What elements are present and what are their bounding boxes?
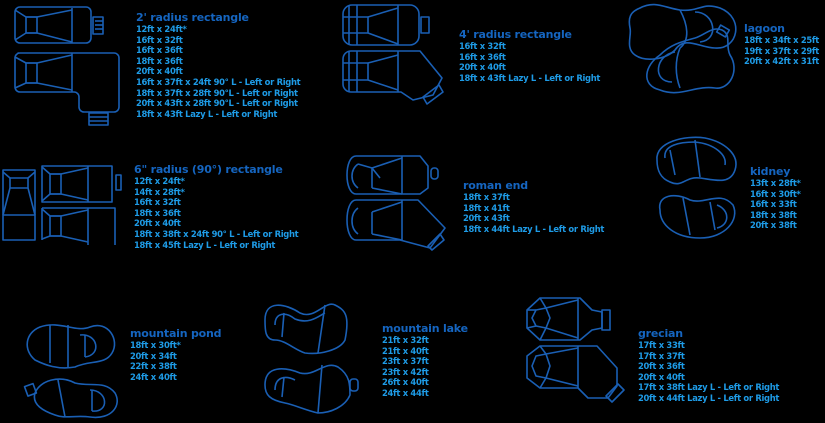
size-line: 20ft x 38ft	[750, 220, 797, 231]
size-line: 16ft x 33ft	[750, 199, 797, 210]
size-line: 26ft x 40ft	[382, 377, 429, 388]
size-line: 16ft x 37ft x 24ft 90° L - Left or Right	[136, 76, 301, 87]
pool-spec-grecian: grecian 17ft x 33ft 17ft x 37ft 20ft x 3…	[638, 328, 779, 404]
pool-title: 6" radius (90°) rectangle	[134, 163, 283, 176]
size-line: 20ft x 40ft	[134, 218, 181, 229]
grecian-pool-icon	[526, 297, 625, 403]
size-line: 23ft x 37ft	[382, 356, 429, 367]
size-line: 18ft x 43ft Lazy L - Left or Right	[459, 72, 601, 83]
size-line: 18ft x 36ft	[136, 55, 183, 66]
pool-title: mountain pond	[130, 327, 222, 340]
size-line: 17ft x 38ft Lazy L - Left or Right	[638, 382, 780, 393]
size-line: 18ft x 36ft	[134, 207, 181, 218]
square-corner-pool-icon	[2, 165, 122, 245]
size-line: 18ft x 38ft x 24ft 90° L - Left or Right	[134, 228, 299, 239]
mountain-lake-pool-icon	[264, 303, 359, 414]
pool-title: 4' radius rectangle	[459, 28, 572, 41]
rounded-rectangle-pool-icon	[342, 4, 444, 105]
pool-spec-2ft-radius-rectangle: 2' radius rectangle 12ft x 24ft* 16ft x …	[136, 11, 301, 119]
pool-title: kidney	[750, 165, 791, 178]
kidney-pool-icon	[656, 136, 737, 239]
mountain-pond-pool-icon	[23, 324, 118, 419]
pool-spec-roman-end: roman end 18ft x 37ft 18ft x 41ft 20ft x…	[463, 180, 604, 234]
size-line: 12ft x 24ft*	[134, 176, 185, 186]
size-line: 17ft x 33ft	[638, 340, 685, 350]
size-line: 14ft x 28ft*	[134, 186, 185, 197]
size-line: 18ft x 37ft	[463, 192, 510, 202]
size-line: 16ft x 36ft	[136, 45, 183, 56]
size-line: 17ft x 37ft	[638, 350, 685, 361]
size-line: 16ft x 32ft	[134, 197, 181, 208]
size-line: 23ft x 42ft	[382, 366, 429, 377]
size-line: 18ft x 37ft x 28ft 90°L - Left or Right	[136, 87, 298, 98]
pool-title: roman end	[463, 179, 528, 192]
pool-title: lagoon	[744, 22, 785, 35]
pool-spec-4ft-radius-rectangle: 4' radius rectangle 16ft x 32ft 16ft x 3…	[459, 29, 600, 83]
size-line: 18ft x 30ft*	[130, 340, 181, 350]
size-line: 20ft x 43ft x 28ft 90°L - Left or Right	[136, 98, 298, 109]
pool-spec-kidney: kidney 13ft x 28ft* 16ft x 30ft* 16ft x …	[750, 166, 801, 231]
size-line: 20ft x 34ft	[130, 350, 177, 361]
size-line: 16ft x 30ft*	[750, 188, 801, 199]
size-line: 18ft x 41ft	[463, 202, 510, 213]
size-line: 21ft x 40ft	[382, 345, 429, 356]
size-line: 18ft x 34ft x 25ft	[744, 35, 819, 45]
size-line: 20ft x 42ft x 31ft	[744, 56, 819, 67]
size-line: 19ft x 37ft x 29ft	[744, 45, 819, 56]
size-line: 20ft x 44ft Lazy L - Left or Right	[638, 392, 780, 403]
size-line: 16ft x 32ft	[136, 34, 183, 45]
pool-title: 2' radius rectangle	[136, 11, 249, 24]
pool-spec-mountain-pond: mountain pond 18ft x 30ft* 20ft x 34ft 2…	[130, 327, 222, 382]
size-line: 24ft x 40ft	[130, 371, 177, 382]
size-line: 18ft x 45ft Lazy L - Left or Right	[134, 239, 276, 250]
size-line: 12ft x 24ft*	[136, 24, 187, 34]
size-line: 24ft x 44ft	[382, 387, 429, 398]
size-line: 16ft x 32ft	[459, 41, 506, 51]
size-line: 20ft x 40ft	[459, 62, 506, 73]
pool-title: mountain lake	[382, 322, 468, 335]
size-line: 20ft x 40ft	[136, 66, 183, 77]
rectangle-pool-icon	[14, 6, 120, 126]
size-line: 22ft x 38ft	[130, 361, 177, 372]
pool-spec-lagoon: lagoon 18ft x 34ft x 25ft 19ft x 37ft x …	[744, 23, 819, 67]
lagoon-pool-icon	[628, 3, 737, 94]
size-line: 20ft x 40ft	[638, 371, 685, 382]
pool-spec-mountain-lake: mountain lake 21ft x 32ft 21ft x 40ft 23…	[382, 323, 468, 399]
size-line: 20ft x 36ft	[638, 361, 685, 372]
size-line: 13ft x 28ft*	[750, 178, 801, 188]
size-line: 21ft x 32ft	[382, 335, 429, 345]
roman-end-pool-icon	[346, 155, 446, 251]
size-line: 16ft x 36ft	[459, 51, 506, 62]
size-line: 18ft x 43ft Lazy L - Left or Right	[136, 108, 278, 119]
pool-title: grecian	[638, 327, 683, 340]
size-line: 18ft x 44ft Lazy L - Left or Right	[463, 223, 605, 234]
size-line: 18ft x 38ft	[750, 209, 797, 220]
size-line: 20ft x 43ft	[463, 213, 510, 224]
pool-spec-6in-radius-rectangle: 6" radius (90°) rectangle 12ft x 24ft* 1…	[134, 163, 299, 250]
